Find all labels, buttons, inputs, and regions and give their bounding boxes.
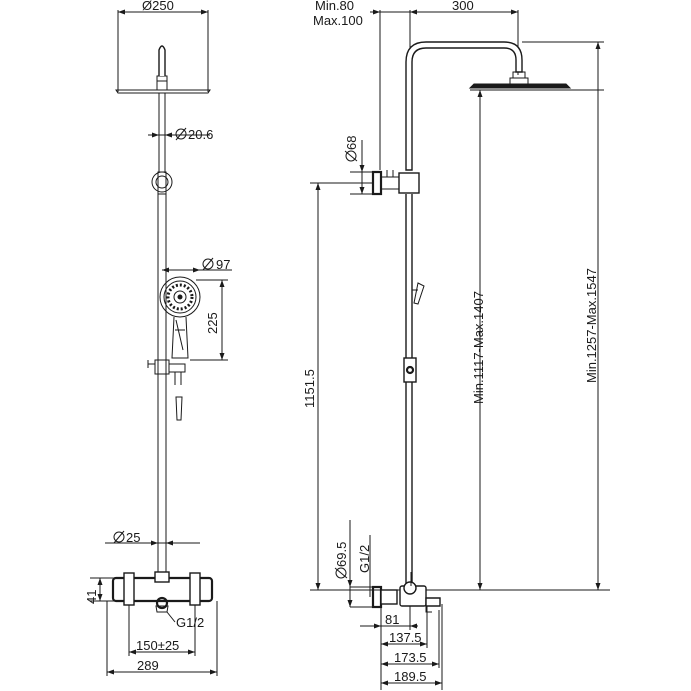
shower-arm-side (405, 41, 529, 171)
riser-diameter-label: 25 (126, 530, 140, 545)
head-diameter-label: Ø250 (142, 0, 174, 13)
depth-81-label: 81 (385, 612, 399, 627)
shower-head-side (468, 83, 572, 91)
wall-offset-max-label: Max.100 (313, 13, 363, 28)
bracket-diameter-label: 68 (344, 136, 359, 150)
depth-137-label: 137.5 (389, 630, 422, 645)
handshower-height-label: 225 (205, 312, 220, 334)
wall-offset-min-label: Min.80 (315, 0, 354, 13)
wall-bracket-side (371, 170, 420, 196)
mixer-height-label: 41 (84, 590, 99, 604)
riser-pipe-side (405, 194, 413, 585)
hand-shower-front (159, 276, 201, 359)
thermostatic-mixer-front (111, 571, 214, 613)
bracket-height-label: 1151.5 (302, 369, 317, 408)
arm-diameter-label: 20.6 (188, 127, 213, 142)
front-inlet-thread-label: G1/2 (176, 615, 204, 630)
shower-head-front (115, 45, 211, 94)
head-height-range-label: Min.1117-Max.1407 (471, 291, 486, 404)
inlet-spacing-label: 150±25 (136, 638, 179, 653)
escutcheon-diameter-label: 69.5 (334, 542, 349, 567)
riser-pipe-front (157, 194, 167, 575)
side-view: Min.80 Max.100 300 (302, 0, 610, 690)
hand-shower-side (412, 282, 425, 305)
side-inlet-thread-label: G1/2 (357, 545, 372, 573)
depth-173-label: 173.5 (394, 650, 427, 665)
wall-bracket-front (151, 171, 173, 195)
mixer-width-label: 289 (137, 658, 159, 673)
slider-holder-front (147, 359, 186, 385)
arm-projection-label: 300 (452, 0, 474, 13)
handshower-diameter-label: 97 (216, 257, 230, 272)
slider-holder-side (403, 357, 417, 383)
front-view: Ø250 20.6 (84, 0, 232, 676)
total-height-range-label: Min.1257-Max.1547 (584, 268, 599, 383)
thermostatic-mixer-side (371, 581, 441, 613)
depth-189-label: 189.5 (394, 669, 427, 684)
